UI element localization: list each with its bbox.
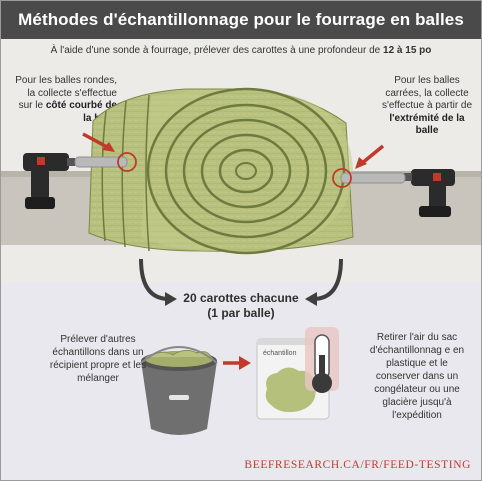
drill-icon: [23, 153, 75, 209]
pointer-arrow-icon: [355, 144, 385, 169]
lower-panel: [1, 283, 481, 480]
hay-bale-illustration: [88, 87, 354, 255]
bucket-icon: [140, 346, 218, 435]
round-bale-note-text: Pour les balles rondes, la collecte s'ef…: [15, 75, 117, 111]
pointer-arrow-icon: [223, 356, 251, 370]
probe-target-circle: [117, 152, 137, 172]
footer-url: BEEFRESEARCH.CA/FR/FEED-TESTING: [244, 459, 471, 471]
subtitle-depth: 12 à 15 po: [383, 45, 432, 56]
forage-probe-icon: [340, 172, 406, 184]
cores-count-line1: 20 carottes chacune: [183, 291, 299, 305]
square-bale-note: Pour les balles carrées, la collecte s'e…: [377, 75, 477, 138]
pointer-arrow-icon: [82, 132, 115, 152]
page-title: Méthodes d'échantillonnage pour le fourr…: [1, 1, 481, 39]
square-bale-note-text: Pour les balles carrées, la collecte s'e…: [381, 75, 473, 111]
cores-count-line2: (1 par balle): [207, 306, 275, 320]
mix-samples-note: Prélever d'autres échantillons dans un r…: [49, 334, 147, 384]
subtitle: À l'aide d'une sonde à fourrage, préleve…: [1, 45, 481, 56]
curved-arrow-icon: [305, 258, 343, 306]
drill-icon: [404, 169, 455, 217]
probe-target-circle: [332, 168, 352, 188]
forage-probe-icon: [74, 156, 128, 168]
subtitle-text: À l'aide d'une sonde à fourrage, préleve…: [50, 45, 381, 56]
thermometer-icon: [305, 327, 339, 393]
sample-bag-label: échantillon: [263, 350, 297, 357]
square-bale-note-emphasis: l'extrémité de la balle: [389, 112, 465, 137]
cores-count-label: 20 carottes chacune (1 par balle): [171, 291, 311, 321]
curved-arrow-icon: [139, 258, 177, 306]
storage-note: Retirer l'air du sac d'échantillonnag e …: [369, 332, 465, 421]
